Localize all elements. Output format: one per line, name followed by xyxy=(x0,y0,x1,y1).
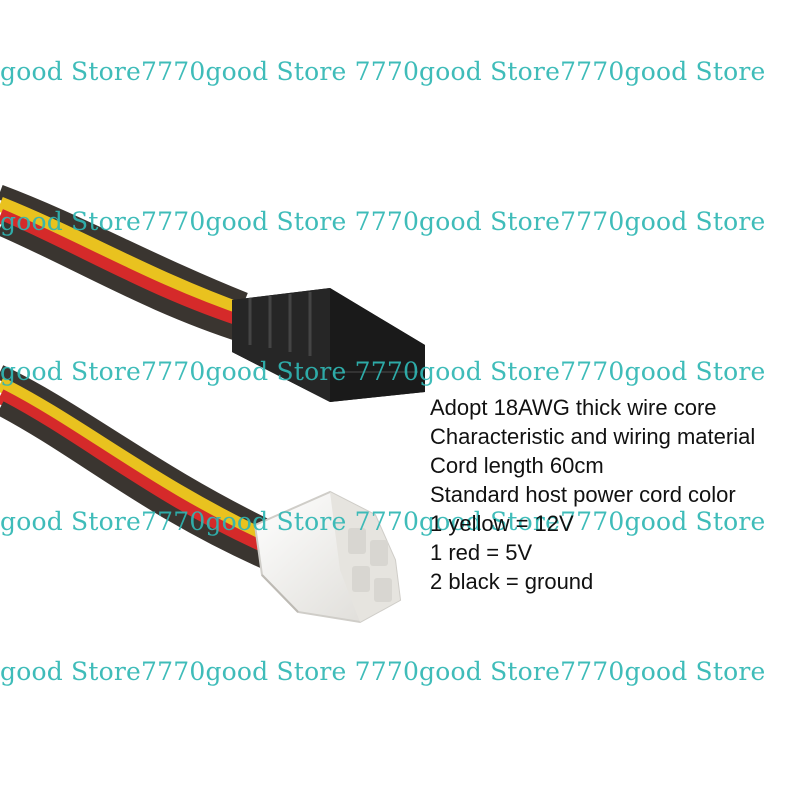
spec-line: Cord length 60cm xyxy=(430,453,604,478)
spec-text-block: Adopt 18AWG thick wire core Characterist… xyxy=(430,393,800,596)
sata-power-connector xyxy=(232,288,425,402)
spec-line: Characteristic and wiring material xyxy=(430,424,756,449)
sata-cable-bundle xyxy=(0,184,248,344)
spec-line: Standard host power cord color xyxy=(430,482,736,507)
spec-line: Adopt 18AWG thick wire core xyxy=(430,395,717,420)
spec-line: 1 yellow = 12V xyxy=(430,511,574,536)
spec-line: 1 red = 5V xyxy=(430,540,533,565)
molex-cable-bundle xyxy=(0,365,274,571)
spec-line: 2 black = ground xyxy=(430,569,594,594)
four-pin-power-connector xyxy=(253,490,402,624)
